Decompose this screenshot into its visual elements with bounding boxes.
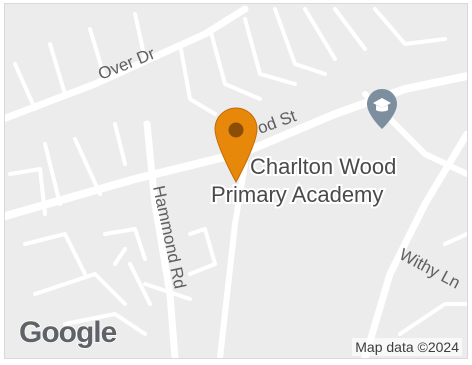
road-hammond-rd xyxy=(143,120,179,358)
map-attribution[interactable]: Map data ©2024 xyxy=(352,338,462,356)
street-label-withy-ln: Withy Ln xyxy=(396,245,463,293)
poi-label-line2[interactable]: Primary Academy xyxy=(209,180,385,209)
street-label-hammond-rd: Hammond Rd xyxy=(149,184,189,291)
school-icon[interactable] xyxy=(367,89,397,129)
street-label-over-dr: Over Dr xyxy=(95,44,158,84)
map-canvas[interactable]: Over Dr od St Hammond Rd Withy Ln Charlt… xyxy=(4,3,468,359)
road-withy-ln xyxy=(361,130,467,358)
google-logo: Google xyxy=(18,315,118,350)
road-wood-st xyxy=(5,71,467,221)
poi-label-line1[interactable]: Charlton Wood xyxy=(248,152,398,181)
map-pin-icon[interactable] xyxy=(214,107,258,184)
road-south-link xyxy=(217,161,248,358)
map-base-layer: Over Dr od St Hammond Rd Withy Ln Charlt… xyxy=(5,5,467,358)
road-over-dr xyxy=(5,5,249,122)
